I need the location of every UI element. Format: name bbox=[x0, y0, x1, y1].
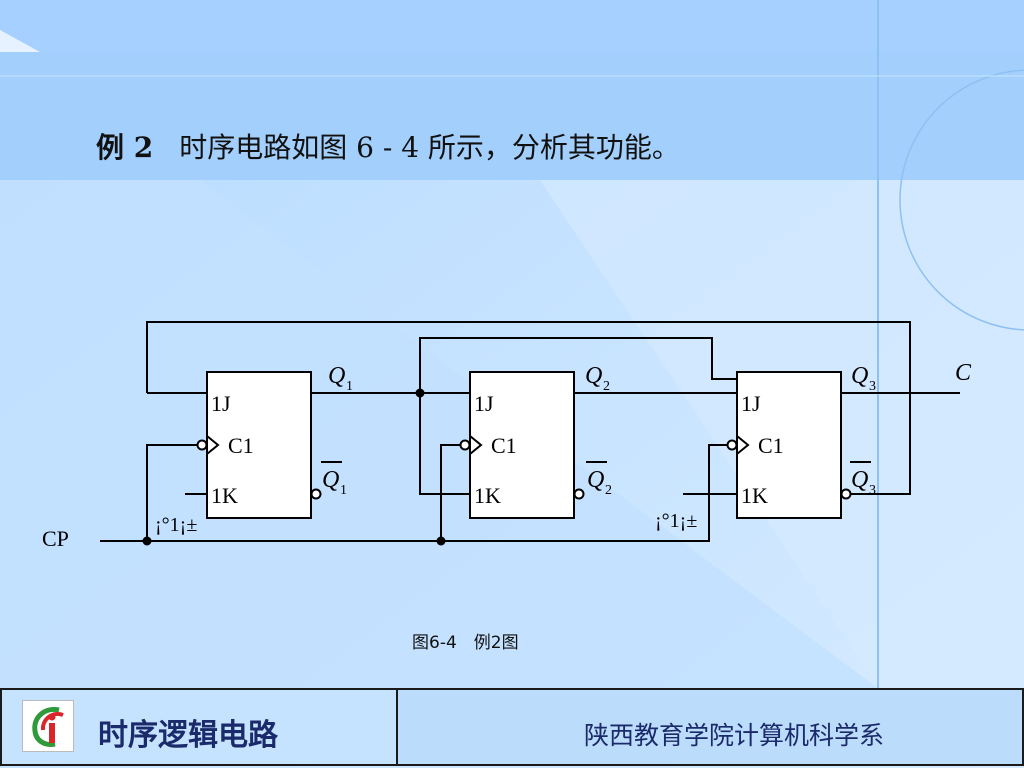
ff1-k-label: 1K bbox=[211, 483, 238, 508]
footer-left-panel: 时序逻辑电路 bbox=[0, 688, 398, 766]
logo-icon bbox=[22, 700, 74, 752]
ff1-j-label: 1J bbox=[211, 391, 231, 416]
q1bar-subscript: 1 bbox=[340, 483, 347, 498]
logic-one-label-left: ¡°1¡± bbox=[155, 514, 197, 536]
ff2-j-label: 1J bbox=[474, 391, 494, 416]
q2-subscript: 2 bbox=[603, 379, 610, 394]
q3-label: Q bbox=[851, 363, 868, 389]
figure-caption: 图6-4 例2图 bbox=[412, 633, 519, 653]
q3bar-label: Q bbox=[851, 467, 868, 493]
logic-one-label-right: ¡°1¡± bbox=[655, 510, 697, 532]
footer-right-panel: 陕西教育学院计算机科学系 bbox=[396, 688, 1024, 766]
q1-subscript: 1 bbox=[346, 379, 353, 394]
flipflop-3-box bbox=[736, 371, 842, 519]
ff1-clk-label: C1 bbox=[228, 433, 254, 458]
q3-subscript: 3 bbox=[869, 379, 876, 394]
cp-input-label: CP bbox=[42, 526, 69, 551]
output-c-label: C bbox=[955, 360, 972, 386]
question-text: 时序电路如图 6 - 4 所示，分析其功能。 bbox=[179, 131, 680, 164]
chapter-title: 时序逻辑电路 bbox=[98, 718, 278, 753]
ff3-clk-label: C1 bbox=[758, 433, 784, 458]
slide-question: 例 2 时序电路如图 6 - 4 所示，分析其功能。 bbox=[96, 126, 680, 166]
ff2-k-label: 1K bbox=[474, 483, 501, 508]
q3bar-subscript: 3 bbox=[869, 483, 876, 498]
q2-label: Q bbox=[585, 363, 602, 389]
footer-bar: 时序逻辑电路 陕西教育学院计算机科学系 bbox=[0, 688, 1024, 768]
example-label: 例 2 bbox=[96, 131, 154, 164]
q2bar-label: Q bbox=[587, 467, 604, 493]
ff2-clk-label: C1 bbox=[491, 433, 517, 458]
q2bar-subscript: 2 bbox=[605, 483, 612, 498]
department-name: 陕西教育学院计算机科学系 bbox=[584, 721, 885, 750]
ff3-j-label: 1J bbox=[741, 391, 761, 416]
q1bar-label: Q bbox=[322, 467, 339, 493]
q1-label: Q bbox=[328, 363, 345, 389]
ff3-k-label: 1K bbox=[741, 483, 768, 508]
